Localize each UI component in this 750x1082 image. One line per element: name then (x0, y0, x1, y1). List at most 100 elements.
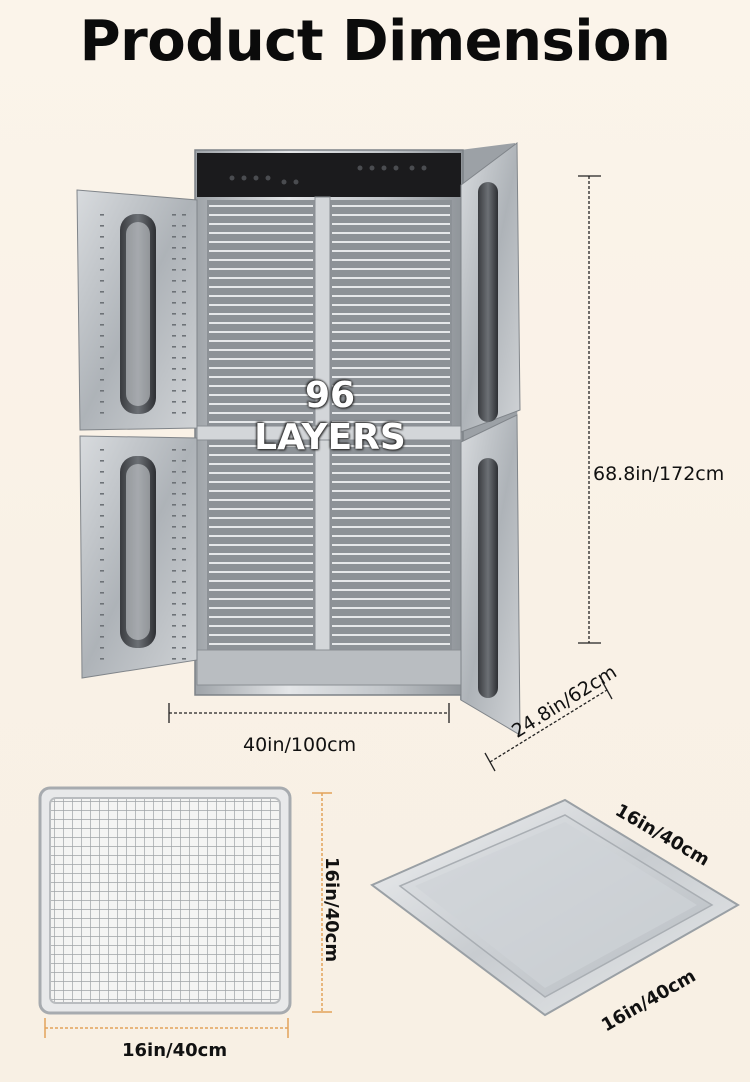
solid-tray (370, 798, 740, 1017)
vent-slot (172, 570, 176, 572)
vent-slot (100, 368, 104, 370)
layers-text: LAYERS (254, 417, 406, 458)
vent-slot (182, 482, 186, 484)
vent-slot (172, 390, 176, 392)
vent-slot (100, 471, 104, 473)
vent-slot (172, 379, 176, 381)
vent-slot (172, 603, 176, 605)
vent-slot (100, 214, 104, 216)
vent-slot (100, 537, 104, 539)
vent-slot (100, 548, 104, 550)
vent-slot (172, 269, 176, 271)
dehydrator-cabinet (194, 143, 520, 735)
vent-slot (182, 570, 186, 572)
vent-slot (100, 515, 104, 517)
vent-slot (172, 647, 176, 649)
layers-number: 96 (304, 375, 356, 416)
vent-slot (172, 515, 176, 517)
vent-slot (100, 313, 104, 315)
vent-slot (100, 379, 104, 381)
vent-slot (182, 247, 186, 249)
vent-slot (182, 614, 186, 616)
vent-slot (100, 559, 104, 561)
vent-slot (100, 482, 104, 484)
vent-slot (100, 324, 104, 326)
vent-slot (172, 537, 176, 539)
vent-slot (172, 493, 176, 495)
vent-slot (172, 625, 176, 627)
vent-slot (100, 401, 104, 403)
vent-slot (172, 412, 176, 414)
vent-slot (172, 313, 176, 315)
vent-slot (172, 548, 176, 550)
page-title: Product Dimension (79, 9, 671, 74)
vent-slot (100, 581, 104, 583)
vent-slot (182, 559, 186, 561)
vent-slot (100, 658, 104, 660)
vent-slot (172, 346, 176, 348)
vent-slot (172, 302, 176, 304)
vent-slot (182, 335, 186, 337)
vent-slot (172, 581, 176, 583)
mesh-tray-height-label: 16in/40cm (321, 857, 342, 963)
vent-slot (182, 280, 186, 282)
vent-slot (172, 280, 176, 282)
vent-slot (182, 379, 186, 381)
vent-slot (100, 390, 104, 392)
vent-slot (100, 592, 104, 594)
vent-slot (182, 357, 186, 359)
layers-badge: 96 LAYERS (240, 375, 420, 459)
vent-slot (182, 537, 186, 539)
vent-slot (100, 412, 104, 414)
vent-slot (182, 401, 186, 403)
vent-slot (172, 324, 176, 326)
vent-slot (100, 258, 104, 260)
vent-slot (182, 291, 186, 293)
right-doors (460, 142, 521, 736)
vent-slot (182, 412, 186, 414)
vent-slot (182, 504, 186, 506)
vent-slot (100, 302, 104, 304)
vent-slot (100, 625, 104, 627)
mesh-tray (38, 786, 292, 1015)
vent-slot (172, 636, 176, 638)
vent-slot (172, 449, 176, 451)
vent-slot (182, 526, 186, 528)
vent-slot (172, 368, 176, 370)
vent-slot (100, 291, 104, 293)
vent-slot (172, 592, 176, 594)
vent-slot (182, 581, 186, 583)
vent-slot (182, 324, 186, 326)
vent-slot (182, 460, 186, 462)
vent-slot (172, 214, 176, 216)
vent-slot (172, 658, 176, 660)
vent-slot (172, 225, 176, 227)
vent-slot (182, 471, 186, 473)
vent-slot (100, 280, 104, 282)
vent-slot (100, 647, 104, 649)
vent-slot (182, 368, 186, 370)
vent-slot (182, 625, 186, 627)
mesh-tray-width-label: 16in/40cm (122, 1040, 228, 1061)
vent-slot (172, 335, 176, 337)
vent-slot (182, 449, 186, 451)
mesh-tray-width-guide (44, 1018, 289, 1038)
mesh-tray-height-guide (312, 792, 332, 1013)
vent-slot (172, 357, 176, 359)
vent-slot (100, 236, 104, 238)
vent-slot (100, 449, 104, 451)
vent-slot (182, 493, 186, 495)
vent-slot (182, 269, 186, 271)
vent-slot (172, 526, 176, 528)
vent-slot (100, 504, 104, 506)
vent-slot (182, 302, 186, 304)
vent-slot (100, 225, 104, 227)
vent-slot (100, 526, 104, 528)
vent-slot (100, 570, 104, 572)
vent-slot (172, 471, 176, 473)
vent-slot (182, 258, 186, 260)
vent-slot (182, 346, 186, 348)
vent-slot (182, 515, 186, 517)
vent-slot (182, 313, 186, 315)
